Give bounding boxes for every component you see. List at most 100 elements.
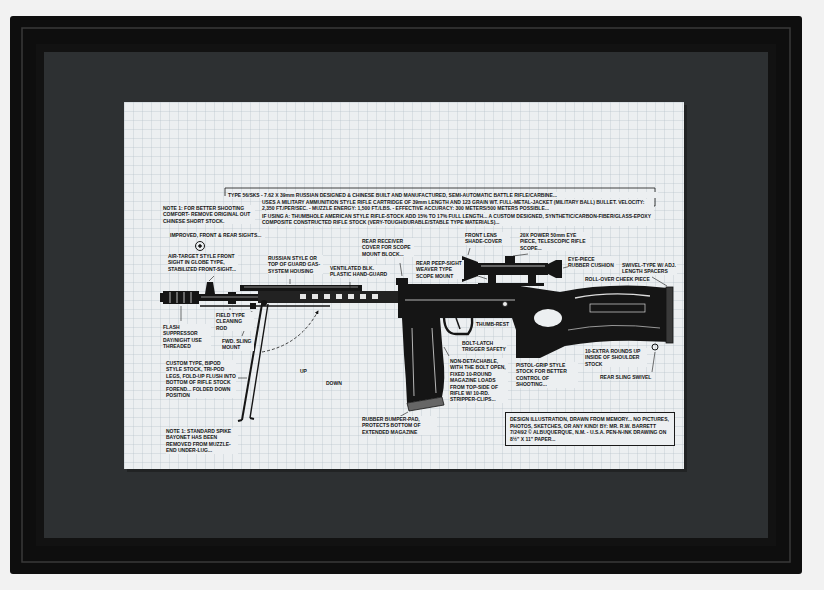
callout-label: 20X POWER 50mm EYE PIECE, TELESCOPIC RIF… xyxy=(520,232,590,251)
receiver xyxy=(398,284,522,318)
thumbhole-stock xyxy=(666,287,673,343)
magazine xyxy=(412,328,436,396)
hand-guard xyxy=(336,294,342,299)
magazine xyxy=(402,318,444,411)
leader-line xyxy=(230,308,231,310)
gas-tube xyxy=(240,285,362,291)
bipod xyxy=(261,300,267,306)
picture-frame xyxy=(10,16,802,574)
flash-suppressor xyxy=(170,292,191,303)
cleaning-rod xyxy=(250,303,256,309)
globe-sight-icon xyxy=(196,242,205,251)
barrel xyxy=(201,297,258,298)
barrel xyxy=(228,292,236,304)
scope xyxy=(488,275,496,284)
trigger-guard xyxy=(456,318,460,329)
graph-paper xyxy=(124,102,684,469)
callout-label: RUSSIAN STYLE OR TOP OF GUARD GAS-SYSTEM… xyxy=(268,255,323,274)
note: NOTE 1: STANDARD SPIKE BAYONET HAS BEEN … xyxy=(166,428,238,454)
leader-line xyxy=(513,254,528,256)
leader-line xyxy=(181,306,182,321)
leader-line xyxy=(238,378,247,379)
callout-label: REAR RECEIVER COVER FOR SCOPE MOUNT BLOC… xyxy=(362,238,414,257)
rifle-illustration xyxy=(160,256,673,421)
note: NOTE 1: FOR BETTER SHOOTING COMFORT- REM… xyxy=(163,205,255,224)
picture-frame xyxy=(36,44,776,546)
callout-label: RUBBER BUMPER-PAD, PROTECTS BOTTOM OF EX… xyxy=(362,416,437,435)
scope xyxy=(462,256,478,282)
mat-board xyxy=(44,52,768,538)
receiver xyxy=(396,278,408,285)
globe-sight-icon xyxy=(199,245,202,248)
callout-label: FWD. SLING MOUNT xyxy=(222,338,254,351)
scope xyxy=(548,260,562,278)
scope xyxy=(505,256,515,263)
callout-label: EYE-PIECE RUBBER CUSHION xyxy=(568,256,616,269)
hand-guard xyxy=(258,291,400,303)
hand-guard xyxy=(258,291,400,303)
scope xyxy=(528,275,536,284)
callout-label: FIELD TYPE CLEANING ROD xyxy=(216,312,254,331)
bipod xyxy=(262,311,318,352)
callout-label: FRONT LENS SHADE-COVER xyxy=(465,232,510,245)
flash-suppressor xyxy=(163,291,199,304)
picture-frame xyxy=(22,28,790,562)
hand-guard xyxy=(372,294,378,299)
picture-frame xyxy=(10,16,802,574)
hand-guard xyxy=(324,294,330,299)
barrel xyxy=(205,282,215,294)
callout-label: REAR PEEP-SIGHT WEAVER TYPE SCOPE MOUNT xyxy=(416,260,464,279)
leader-line xyxy=(468,248,470,255)
magazine xyxy=(402,318,444,403)
spec-note: IF USING A: THUMBHOLE AMERICAN STYLE RIF… xyxy=(262,213,654,226)
bipod xyxy=(238,418,254,421)
callout-label: 10-EXTRA ROUNDS UP INSIDE OF SHOULDER ST… xyxy=(585,348,647,367)
callout-label: CUSTOM TYPE, BIPOD STYLE STOCK, TRI-POD … xyxy=(166,360,236,398)
graph-paper xyxy=(124,102,684,469)
graph-paper xyxy=(124,102,687,472)
leader-line xyxy=(209,276,214,281)
callout-label: ROLL-OVER CHEEK PIECE xyxy=(585,276,650,282)
callout-label: AIR-TARGET STYLE FRONT SIGHT IN GLOBE TY… xyxy=(168,253,238,272)
leader-line xyxy=(290,279,291,284)
thumbhole-stock xyxy=(652,344,658,350)
callout-label: PISTOL-GRIP STYLE STOCK FOR BETTER CONTR… xyxy=(516,362,578,388)
hand-guard xyxy=(312,294,318,299)
credit-text: DESIGN ILLUSTRATION, DRAWN FROM MEMORY..… xyxy=(510,416,670,442)
receiver xyxy=(405,300,515,301)
callout-label: THUMB-REST xyxy=(476,321,509,327)
thumbhole-stock xyxy=(534,309,562,327)
magazine xyxy=(407,397,444,411)
thumbhole-stock xyxy=(568,325,660,330)
gas-tube xyxy=(244,287,358,288)
receiver xyxy=(503,302,508,307)
thumbhole-stock xyxy=(575,294,650,298)
leader-line xyxy=(444,347,449,356)
leader-line xyxy=(400,263,402,276)
leader-line xyxy=(181,248,667,417)
leader-line xyxy=(350,282,351,290)
flash-suppressor xyxy=(160,291,199,304)
leader-line xyxy=(652,277,667,286)
hand-guard xyxy=(348,294,354,299)
callout-label: FLASH SUPPRESSOR DAY/NIGHT USE THREADED xyxy=(163,324,211,350)
hand-guard xyxy=(300,294,306,299)
leader-line xyxy=(652,352,655,372)
trigger-guard xyxy=(444,318,472,334)
callout-label: DOWN xyxy=(326,380,342,386)
scope xyxy=(478,263,548,275)
hand-guard xyxy=(360,294,366,299)
leader-line xyxy=(466,272,487,279)
thumbhole-stock xyxy=(590,304,645,312)
callout-label: REAR SLING SWIVEL xyxy=(600,374,651,380)
spec-note: USES A MILITARY AMMUNITION STYLE RIFLE C… xyxy=(262,199,654,212)
credit-box: DESIGN ILLUSTRATION, DRAWN FROM MEMORY..… xyxy=(505,412,675,446)
spec-note: TYPE 56/SKS - 7.62 X 39mm RUSSIAN DESIGN… xyxy=(228,192,658,198)
globe-sight-icon xyxy=(196,242,205,251)
trigger-guard xyxy=(444,318,472,334)
callout-label: BOLT-LATCH TRIGGER SAFETY xyxy=(462,340,507,353)
callout-label: IMPROVED, FRONT & REAR SIGHTS... xyxy=(170,232,265,238)
